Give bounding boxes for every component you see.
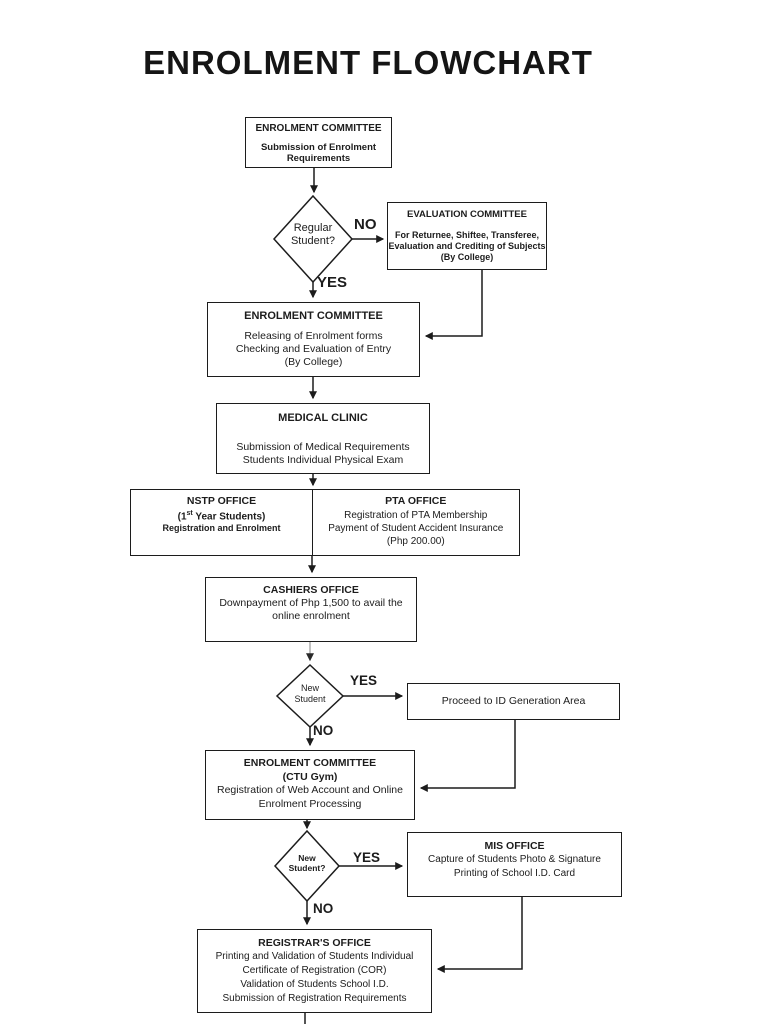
- node-line: Evaluation and Crediting of Subjects: [388, 241, 546, 252]
- node-evaluation-committee: EVALUATION COMMITTEE For Returnee, Shift…: [387, 202, 547, 270]
- node-line: Registration of PTA Membership: [344, 509, 488, 521]
- node-registrars-office: REGISTRAR'S OFFICE Printing and Validati…: [197, 929, 432, 1013]
- branch-label-yes-3: YES: [353, 850, 381, 865]
- branch-label-no-1: NO: [354, 216, 377, 233]
- node-title: REGISTRAR'S OFFICE: [258, 937, 371, 949]
- branch-label-yes-2: YES: [350, 673, 378, 688]
- node-line: Printing and Validation of Students Indi…: [215, 951, 414, 963]
- node-line: Payment of Student Accident Insurance: [328, 522, 504, 534]
- node-title: ENROLMENT COMMITTEE: [255, 123, 382, 134]
- node-line: (By College): [440, 252, 494, 263]
- node-line: Submission of Medical Requirements: [236, 440, 410, 453]
- node-title: PTA OFFICE: [385, 495, 447, 507]
- node-line: For Returnee, Shiftee, Transferee,: [394, 229, 540, 240]
- branch-label-no-3: NO: [313, 901, 334, 916]
- node-line: Checking and Evaluation of Entry: [235, 342, 392, 355]
- node-mis-office: MIS OFFICE Capture of Students Photo & S…: [407, 832, 622, 897]
- node-line: online enrolment: [272, 610, 350, 623]
- node-nstp-office: NSTP OFFICE (1st Year Students) Registra…: [130, 489, 313, 556]
- node-enrolment-committee-start: ENROLMENT COMMITTEE Submission of Enrolm…: [245, 117, 392, 168]
- node-medical-clinic: MEDICAL CLINIC Submission of Medical Req…: [216, 403, 430, 474]
- node-title: MIS OFFICE: [484, 840, 545, 852]
- arrow-mis-to-registrar: [436, 897, 523, 973]
- branch-label-no-2: NO: [313, 723, 334, 738]
- node-pta-office: PTA OFFICE Registration of PTA Membershi…: [311, 489, 520, 556]
- decision-new-student-2-text: New Student?: [288, 853, 326, 874]
- arrow-proceed-id-to-ctu: [419, 720, 516, 792]
- node-title: EVALUATION COMMITTEE: [407, 209, 527, 220]
- node-line: Downpayment of Php 1,500 to avail the: [219, 597, 403, 610]
- node-title: CASHIERS OFFICE: [263, 584, 359, 596]
- node-enrolment-committee-release: ENROLMENT COMMITTEE Releasing of Enrolme…: [207, 302, 420, 377]
- node-line: Certificate of Registration (COR): [242, 965, 387, 977]
- node-line: Releasing of Enrolment forms: [244, 329, 383, 342]
- node-nstp-pta-group: NSTP OFFICE (1st Year Students) Registra…: [130, 489, 520, 556]
- node-proceed-id-generation: Proceed to ID Generation Area: [407, 683, 620, 720]
- node-line: (1st Year Students): [177, 509, 266, 522]
- branch-label-yes-1: YES: [317, 274, 348, 291]
- node-title: MEDICAL CLINIC: [278, 412, 368, 424]
- node-line: Registration of Web Account and Online: [216, 784, 403, 797]
- node-enrolment-committee-ctu-gym: ENROLMENT COMMITTEE (CTU Gym) Registrati…: [205, 750, 415, 820]
- node-line: Students Individual Physical Exam: [242, 453, 404, 466]
- node-line: Registration and Enrolment: [162, 522, 281, 533]
- page-title: ENROLMENT FLOWCHART: [143, 44, 593, 81]
- node-line: Proceed to ID Generation Area: [441, 694, 586, 707]
- node-line: (Php 200.00): [386, 535, 445, 547]
- arrow-evaluation-to-release: [424, 270, 483, 340]
- node-title: ENROLMENT COMMITTEE: [244, 310, 383, 322]
- node-line: Validation of Students School I.D.: [240, 979, 389, 991]
- decision-regular-student-text: Regular Student?: [290, 222, 336, 248]
- node-line: Submission of Registration Requirements: [222, 992, 407, 1004]
- node-line: Submission of Enrolment: [260, 141, 377, 153]
- node-line: (By College): [284, 356, 343, 368]
- node-line: Requirements: [286, 153, 351, 165]
- node-cashiers-office: CASHIERS OFFICE Downpayment of Php 1,500…: [205, 577, 417, 642]
- node-line: Capture of Students Photo & Signature: [428, 854, 601, 866]
- node-line: Printing of School I.D. Card: [453, 867, 576, 879]
- node-title: NSTP OFFICE: [186, 495, 257, 507]
- node-title: ENROLMENT COMMITTEE: [243, 757, 377, 769]
- node-subtitle: (CTU Gym): [282, 770, 338, 783]
- decision-new-student-1-text: New Student: [294, 683, 326, 704]
- node-line: Enrolment Processing: [258, 797, 362, 810]
